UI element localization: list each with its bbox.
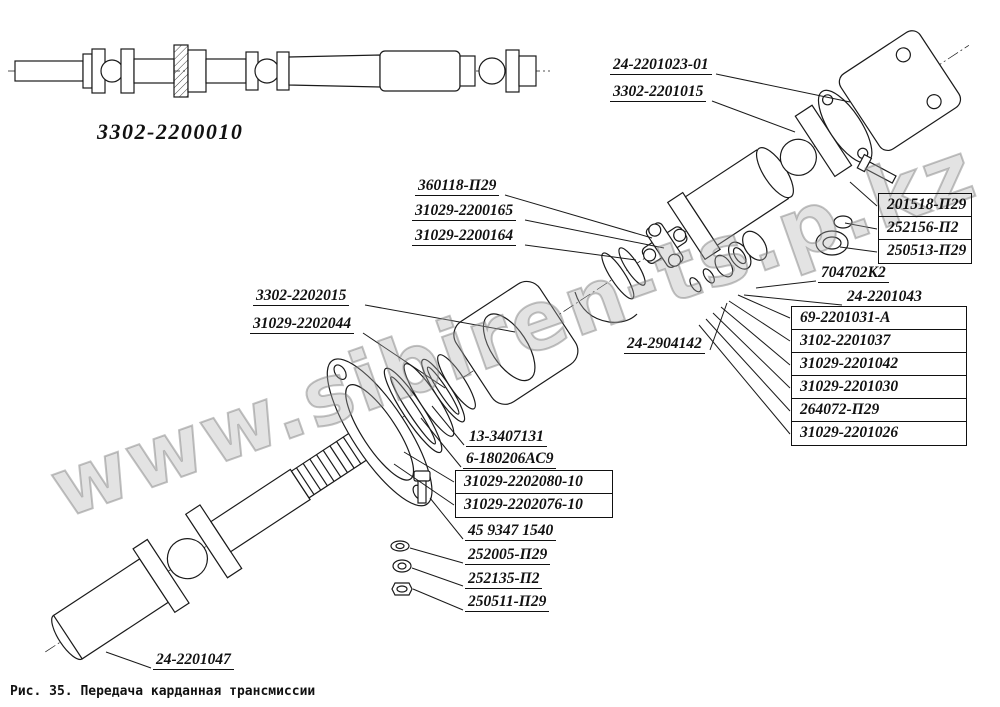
part-label: 31029-2200164 bbox=[412, 227, 517, 247]
part-label: 252135-П2 bbox=[465, 570, 543, 590]
leader-lines bbox=[105, 73, 878, 669]
part-label-group: 201518-П29 252156-П2 250513-П29 bbox=[878, 193, 972, 264]
part-label: 31029-2202044 bbox=[250, 315, 355, 335]
part-label-group: 31029-2202080-10 31029-2202076-10 bbox=[455, 470, 613, 518]
part-label: 45 9347 1540 bbox=[465, 522, 557, 542]
part-label: 6-180206АС9 bbox=[463, 450, 557, 470]
part-label: 360118-П29 bbox=[415, 177, 500, 197]
part-label: 31029-2202076-10 bbox=[464, 496, 583, 513]
part-label: 24-2904142 bbox=[624, 335, 705, 355]
part-label: 31029-2201042 bbox=[792, 353, 966, 376]
part-label-group: 69-2201031-А 3102-2201037 31029-2201042 … bbox=[791, 306, 967, 446]
part-label: 31029-2201030 bbox=[792, 376, 966, 399]
part-label: 3102-2201037 bbox=[792, 330, 966, 353]
part-label: 31029-2201026 bbox=[800, 424, 899, 441]
part-label: 3302-2202015 bbox=[253, 287, 350, 307]
part-label: 201518-П29 bbox=[879, 194, 971, 217]
part-label: 252005-П29 bbox=[465, 546, 551, 566]
top-driveshaft-drawing bbox=[8, 44, 550, 98]
part-label: 704702К2 bbox=[818, 264, 889, 284]
part-label: 24-2201047 bbox=[153, 651, 234, 671]
part-label: 252156-П2 bbox=[879, 217, 971, 240]
part-label: 31029-2202080-10 bbox=[456, 471, 612, 494]
part-label: 3302-2201015 bbox=[610, 83, 707, 103]
part-label: 250513-П29 bbox=[887, 242, 967, 259]
part-label: 69-2201031-А bbox=[792, 307, 966, 330]
part-label: 250511-П29 bbox=[465, 593, 550, 613]
part-label: 24-2201043 bbox=[844, 288, 925, 308]
assembly-number: 3302-2200010 bbox=[97, 119, 244, 144]
part-label: 24-2201023-01 bbox=[610, 56, 712, 76]
part-label: 31029-2200165 bbox=[412, 202, 517, 222]
figure-caption: Рис. 35. Передача карданная трансмиссии bbox=[10, 684, 316, 699]
part-label: 264072-П29 bbox=[792, 399, 966, 422]
part-label: 13-3407131 bbox=[466, 428, 547, 448]
fastener-parts-drawing bbox=[390, 153, 897, 596]
